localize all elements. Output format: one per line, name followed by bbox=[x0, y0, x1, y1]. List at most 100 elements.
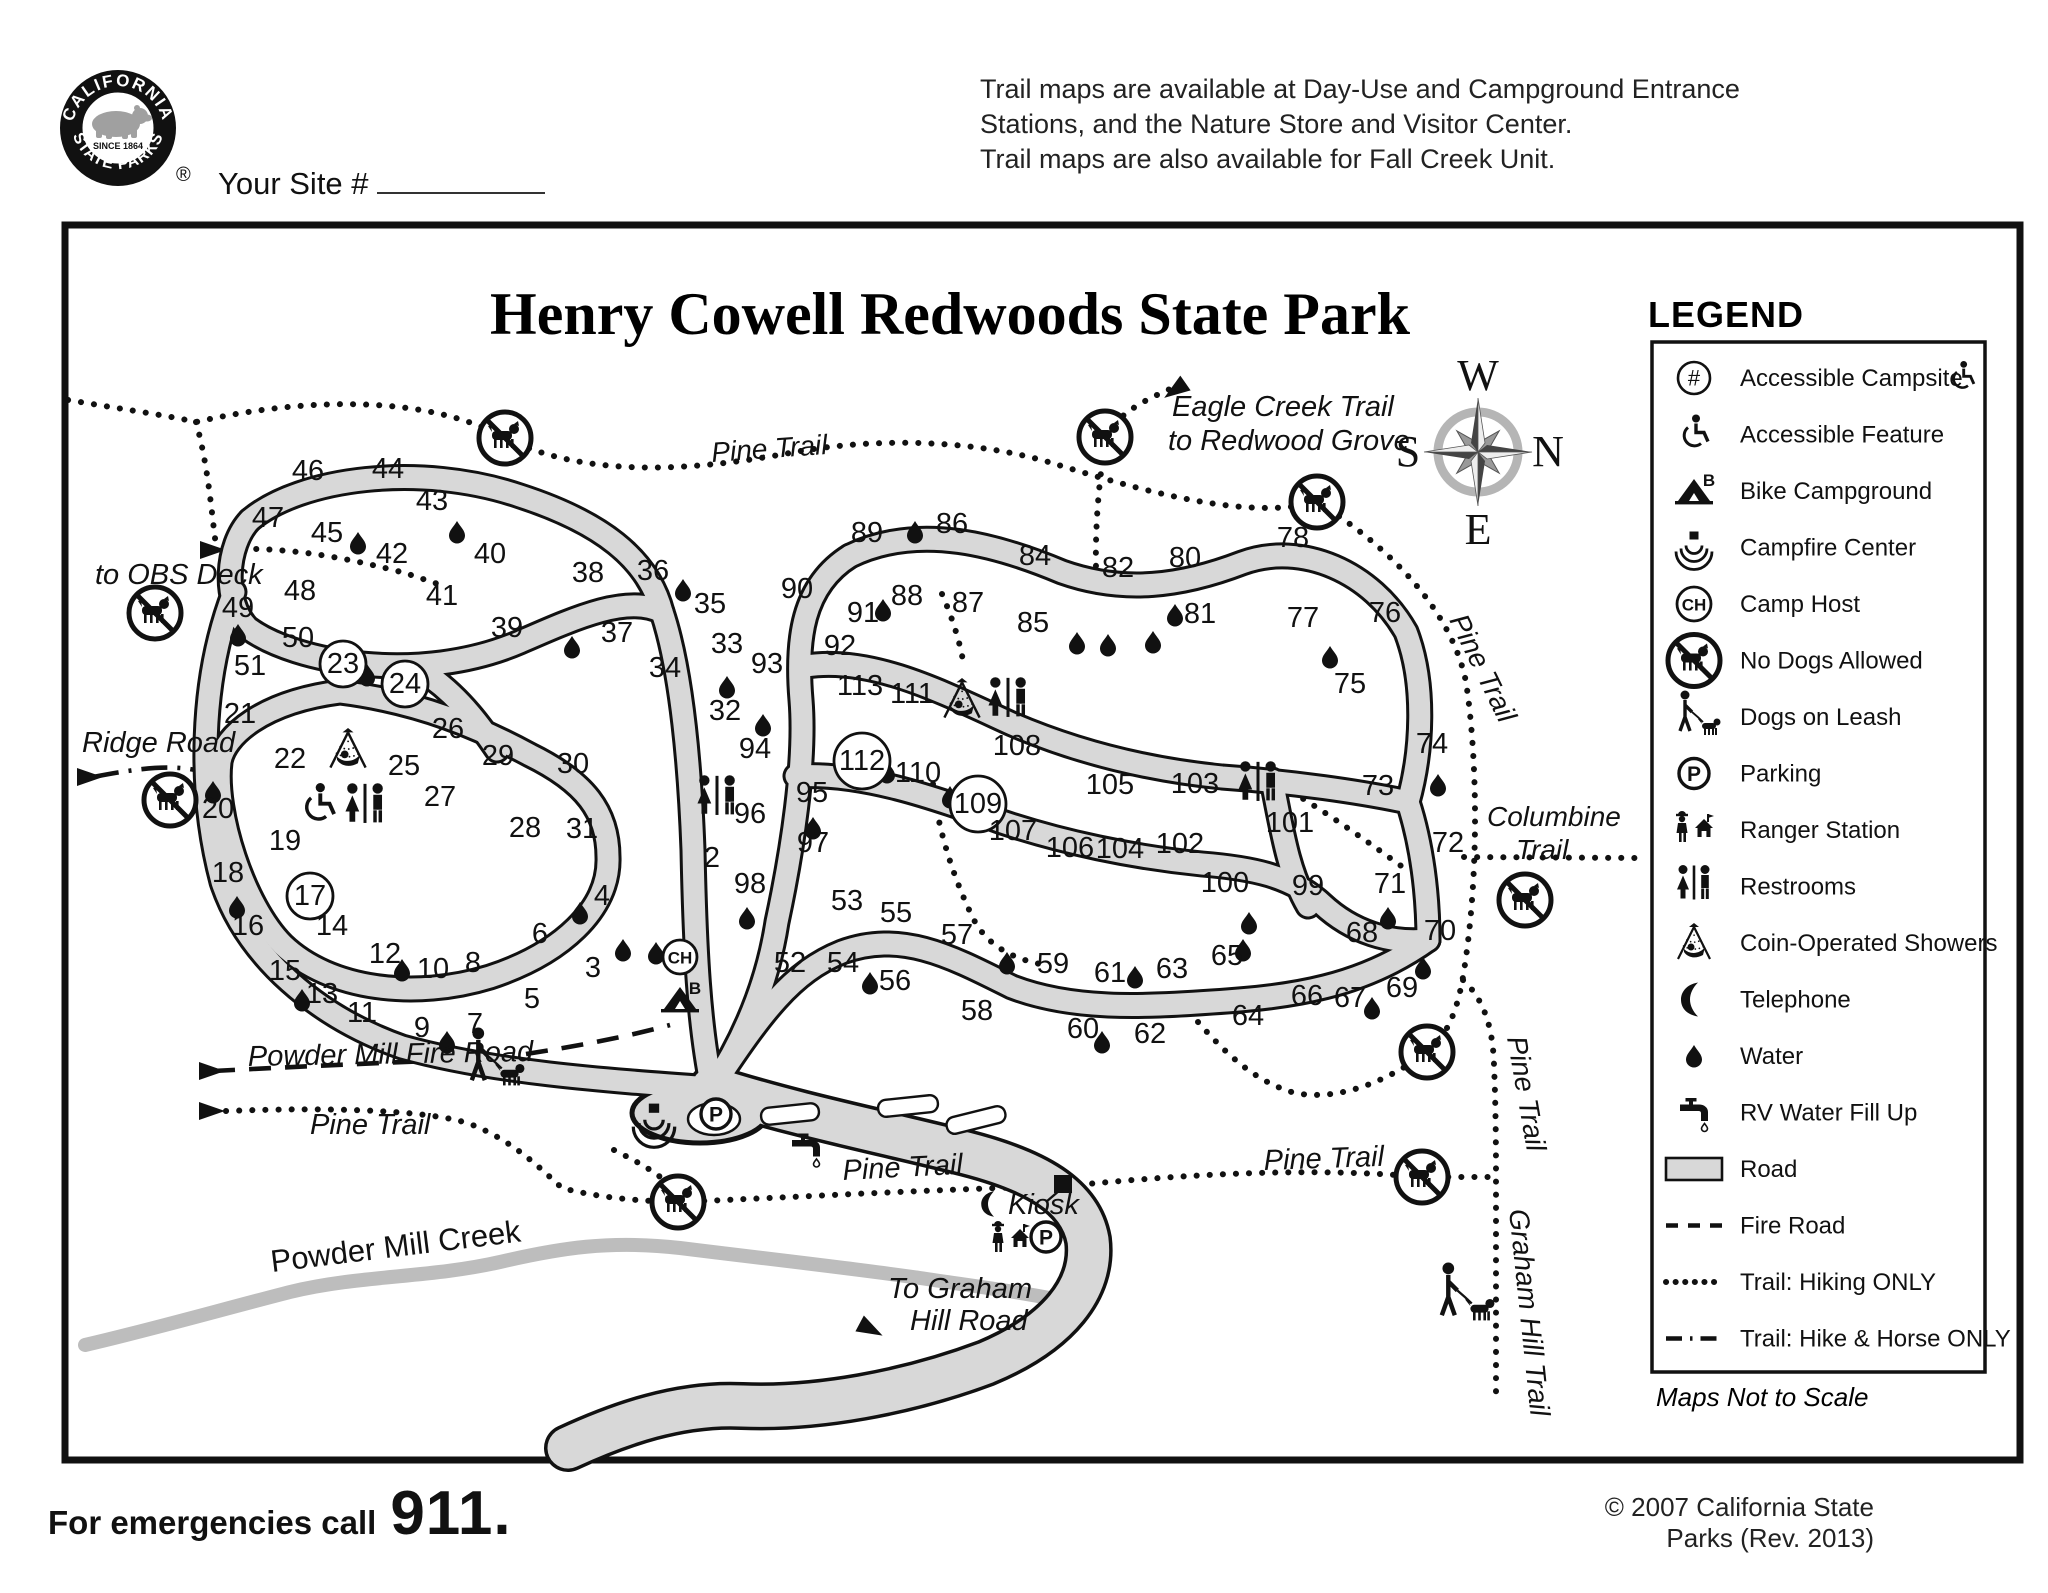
site-number: 49 bbox=[222, 592, 254, 624]
compass-letter: N bbox=[1532, 427, 1564, 476]
telephone-icon bbox=[1681, 982, 1698, 1017]
water-icon bbox=[572, 902, 588, 925]
site-number: 65 bbox=[1211, 940, 1243, 972]
wheelchair-icon bbox=[1952, 361, 1976, 389]
road bbox=[839, 528, 1431, 813]
legend-item: Accessible Feature bbox=[1682, 414, 1944, 449]
accessible-site-circle bbox=[285, 871, 335, 921]
legend-item-label: Bike Campground bbox=[1740, 478, 1932, 505]
site-number: 30 bbox=[557, 748, 589, 780]
site-number: 96 bbox=[734, 798, 766, 830]
site-number: 103 bbox=[1171, 768, 1219, 800]
bike-b-label: B bbox=[1703, 471, 1715, 490]
wheelchair-icon bbox=[305, 783, 336, 821]
site-number: 23 bbox=[327, 648, 359, 680]
compass-letter: W bbox=[1457, 351, 1499, 400]
wheelchair-icon bbox=[1682, 414, 1710, 448]
dogs-on-leash-icon bbox=[469, 1027, 525, 1086]
legend-item-label: Ranger Station bbox=[1740, 817, 1900, 844]
legend-item-label: Campfire Center bbox=[1740, 535, 1916, 562]
legend-item-label: No Dogs Allowed bbox=[1740, 648, 1923, 675]
water-icon bbox=[564, 636, 580, 659]
legend-item: Road bbox=[1664, 1156, 1797, 1183]
hiking-trail bbox=[1460, 977, 1499, 1398]
site-number: 100 bbox=[1201, 867, 1249, 899]
legend-item-label: Trail: Hiking ONLY bbox=[1740, 1269, 1936, 1296]
accessible-site-circle bbox=[318, 639, 368, 689]
parking-icon: P bbox=[1677, 756, 1711, 791]
registered-mark: ® bbox=[176, 164, 191, 186]
notice-line: Trail maps are also available for Fall C… bbox=[980, 144, 1556, 174]
map-label: Eagle Creek Trail bbox=[1172, 391, 1395, 423]
road bbox=[795, 653, 1419, 813]
camp-host-label: CH bbox=[668, 949, 693, 968]
site-number: 88 bbox=[891, 580, 923, 612]
fire-road bbox=[525, 1022, 671, 1057]
site-number: 50 bbox=[282, 622, 314, 654]
site-number: 71 bbox=[1374, 868, 1406, 900]
logo-since: SINCE 1864 bbox=[93, 141, 143, 151]
water-icon bbox=[648, 942, 664, 965]
site-number: 44 bbox=[372, 453, 404, 485]
accessible-campsite-icon: # bbox=[1676, 360, 1712, 396]
roads-layer bbox=[192, 464, 1442, 1472]
no-dogs-icon bbox=[126, 584, 184, 642]
legend-item-label: Telephone bbox=[1740, 987, 1851, 1014]
map-label: Powder Mill Fire Road bbox=[248, 1036, 535, 1073]
site-number: 34 bbox=[649, 652, 681, 684]
site-number: 72 bbox=[1432, 827, 1464, 859]
site-number: 98 bbox=[734, 868, 766, 900]
site-number: 33 bbox=[711, 628, 743, 660]
road-island bbox=[876, 1094, 940, 1118]
legend-item: #Accessible Campsite bbox=[1676, 360, 1976, 396]
site-number: 9 bbox=[414, 1012, 430, 1044]
site-number: 104 bbox=[1096, 833, 1144, 865]
water-icon bbox=[1430, 774, 1446, 797]
bike-campground-icon: B bbox=[661, 979, 701, 1013]
legend-item: B Bike Campground bbox=[1675, 471, 1932, 505]
site-number: 78 bbox=[1277, 522, 1309, 554]
notice-line: Stations, and the Nature Store and Visit… bbox=[980, 109, 1573, 139]
no-dogs-icon bbox=[649, 1173, 707, 1231]
site-number: 4 bbox=[594, 880, 610, 912]
parking-label: P bbox=[709, 1104, 723, 1127]
bike-campground-icon: B bbox=[1675, 471, 1715, 505]
legend-item-label: Road bbox=[1740, 1156, 1797, 1183]
site-number: 37 bbox=[601, 617, 633, 649]
site-number: 38 bbox=[572, 557, 604, 589]
road-island bbox=[945, 1104, 1007, 1136]
map-label: Hill Road bbox=[910, 1305, 1029, 1337]
water-icon bbox=[875, 599, 891, 622]
your-site-field: Your Site # bbox=[218, 162, 545, 202]
site-number: 56 bbox=[879, 965, 911, 997]
site-number: 47 bbox=[252, 502, 284, 534]
powder-mill-creek bbox=[78, 1237, 1085, 1352]
site-number: 32 bbox=[709, 695, 741, 727]
site-number: 21 bbox=[224, 698, 256, 730]
water-icon bbox=[907, 521, 923, 544]
site-number: 27 bbox=[424, 781, 456, 813]
site-number: 36 bbox=[637, 555, 669, 587]
site-number: 39 bbox=[491, 612, 523, 644]
emergency-note: For emergencies call 911. bbox=[48, 1478, 512, 1549]
water-icon bbox=[862, 972, 878, 995]
accessible-site-circle bbox=[948, 774, 1008, 834]
hiking-trail bbox=[611, 1147, 667, 1183]
hiking-trail bbox=[1314, 499, 1478, 1055]
water-icon bbox=[230, 624, 246, 647]
camp-host-label: CH bbox=[1682, 596, 1707, 615]
site-number: 69 bbox=[1386, 972, 1418, 1004]
site-number: 76 bbox=[1369, 597, 1401, 629]
ranger-station-icon bbox=[1676, 811, 1714, 842]
site-number: 11 bbox=[347, 997, 377, 1029]
restrooms-icon bbox=[697, 775, 735, 815]
dogs-on-leash-icon bbox=[1678, 690, 1721, 735]
emergency-prefix: For emergencies call bbox=[48, 1504, 377, 1541]
site-number: 54 bbox=[827, 947, 859, 979]
site-number-blank[interactable] bbox=[376, 162, 545, 194]
site-number: 18 bbox=[212, 857, 244, 889]
legend-item-label: Dogs on Leash bbox=[1740, 704, 1901, 731]
site-number: 60 bbox=[1067, 1013, 1099, 1045]
trail-maps-notice: Trail maps are available at Day-Use and … bbox=[980, 72, 1740, 177]
